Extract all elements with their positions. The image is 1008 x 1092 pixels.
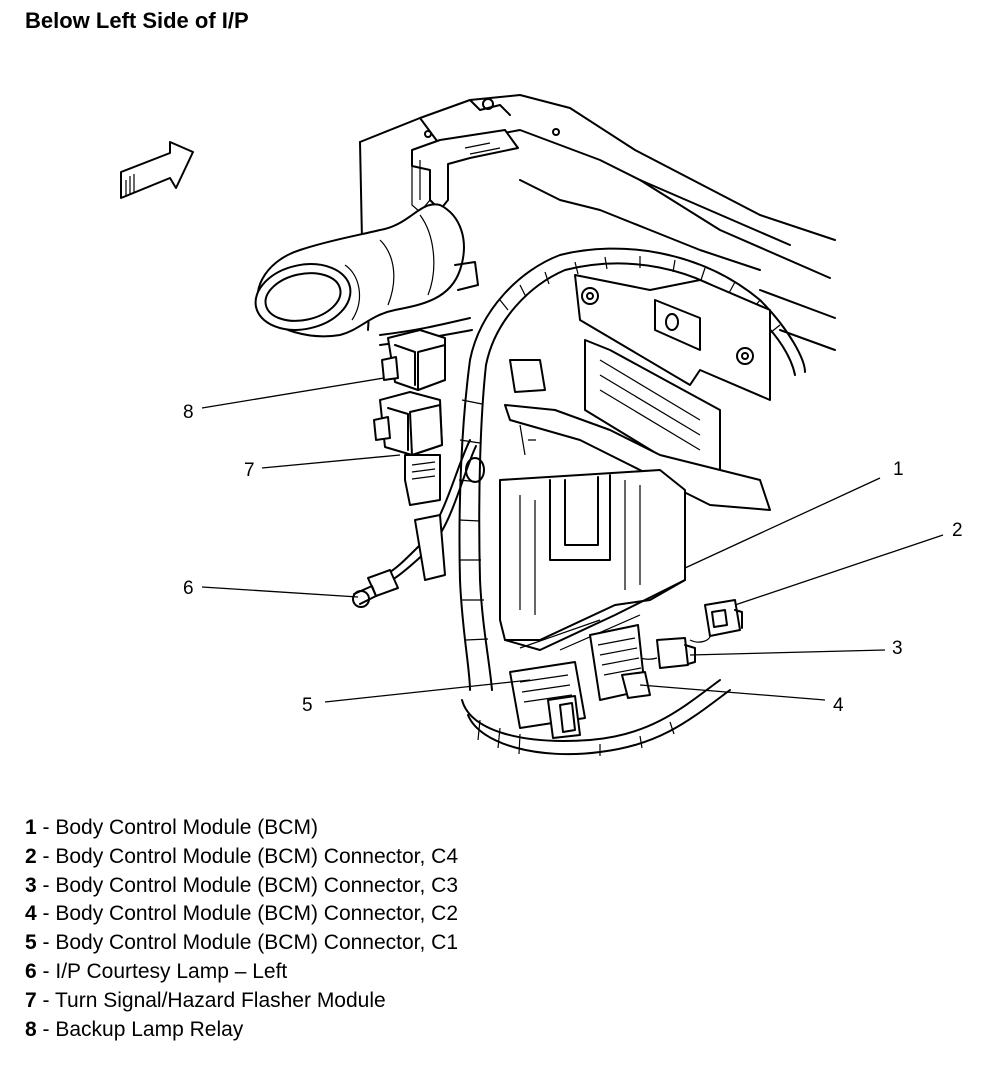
legend-number: 3 [25, 873, 37, 897]
legend-item: 2 - Body Control Module (BCM) Connector,… [25, 843, 458, 872]
legend-separator: - [36, 931, 56, 955]
backup-lamp-relay [381, 329, 446, 391]
legend-number: 4 [25, 902, 37, 926]
legend-separator: - [36, 988, 55, 1012]
leader-lines [201, 377, 944, 703]
legend-item: 6 - I/P Courtesy Lamp – Left [25, 958, 458, 987]
ip-courtesy-lamp [352, 439, 485, 608]
legend-number: 2 [25, 844, 37, 868]
legend-item: 4 - Body Control Module (BCM) Connector,… [25, 900, 458, 929]
legend-item: 7 - Turn Signal/Hazard Flasher Module [25, 987, 458, 1016]
legend-separator: - [36, 959, 56, 983]
callout-8: 8 [183, 402, 194, 423]
legend-item: 1 - Body Control Module (BCM) [25, 814, 458, 843]
page-title: Below Left Side of I/P [25, 8, 249, 33]
bcm-connector-c2 [589, 624, 651, 701]
legend-text: Turn Signal/Hazard Flasher Module [54, 988, 386, 1012]
legend-text: Body Control Module (BCM) Connector, C1 [55, 931, 459, 955]
turn-signal-flasher-module [373, 391, 443, 506]
legend: 1 - Body Control Module (BCM) 2 - Body C… [25, 814, 458, 1044]
leader-line-7 [261, 454, 401, 469]
callout-5: 5 [302, 695, 313, 716]
legend-number: 1 [25, 816, 37, 839]
callout-1: 1 [893, 459, 904, 480]
callout-4: 4 [833, 695, 844, 716]
legend-item: 3 - Body Control Module (BCM) Connector,… [25, 872, 458, 901]
legend-item: 8 - Backup Lamp Relay [25, 1016, 458, 1045]
legend-number: 8 [25, 1017, 37, 1041]
wiring-harness [379, 247, 806, 756]
leader-line-1 [684, 477, 881, 569]
body-control-module [499, 469, 686, 651]
legend-number: 5 [25, 931, 37, 955]
air-duct [254, 203, 479, 338]
bcm-connector-c1 [509, 661, 586, 739]
leader-line-3 [689, 649, 886, 656]
legend-text: Body Control Module (BCM) [55, 816, 318, 839]
instrument-panel-structure [359, 94, 836, 351]
legend-text: I/P Courtesy Lamp – Left [55, 959, 288, 983]
legend-number: 7 [25, 988, 37, 1012]
callout-6: 6 [183, 578, 194, 599]
direction-arrow-icon [120, 141, 194, 199]
legend-text: Body Control Module (BCM) Connector, C4 [55, 844, 459, 868]
legend-separator: - [36, 902, 56, 926]
legend-separator: - [36, 816, 56, 839]
component-diagram: 1 2 3 4 5 6 7 8 [120, 94, 963, 756]
leader-line-6 [201, 586, 359, 598]
callout-3: 3 [892, 638, 903, 659]
legend-text: Body Control Module (BCM) Connector, C3 [55, 873, 459, 897]
leader-line-4 [639, 684, 826, 701]
bcm-connector-c4 [689, 599, 743, 643]
callout-7: 7 [244, 460, 255, 481]
leader-line-5 [324, 679, 531, 703]
legend-separator: - [36, 844, 56, 868]
callout-2: 2 [952, 520, 963, 541]
legend-text: Body Control Module (BCM) Connector, C2 [55, 902, 459, 926]
leader-line-8 [201, 377, 385, 409]
legend-separator: - [36, 873, 56, 897]
mounting-bracket [504, 274, 771, 526]
callout-numbers: 1 2 3 4 5 6 7 8 [183, 402, 963, 716]
legend-item: 5 - Body Control Module (BCM) Connector,… [25, 929, 458, 958]
leader-line-2 [734, 534, 944, 606]
legend-number: 6 [25, 959, 37, 983]
legend-separator: - [36, 1017, 56, 1041]
legend-text: Backup Lamp Relay [55, 1017, 244, 1041]
